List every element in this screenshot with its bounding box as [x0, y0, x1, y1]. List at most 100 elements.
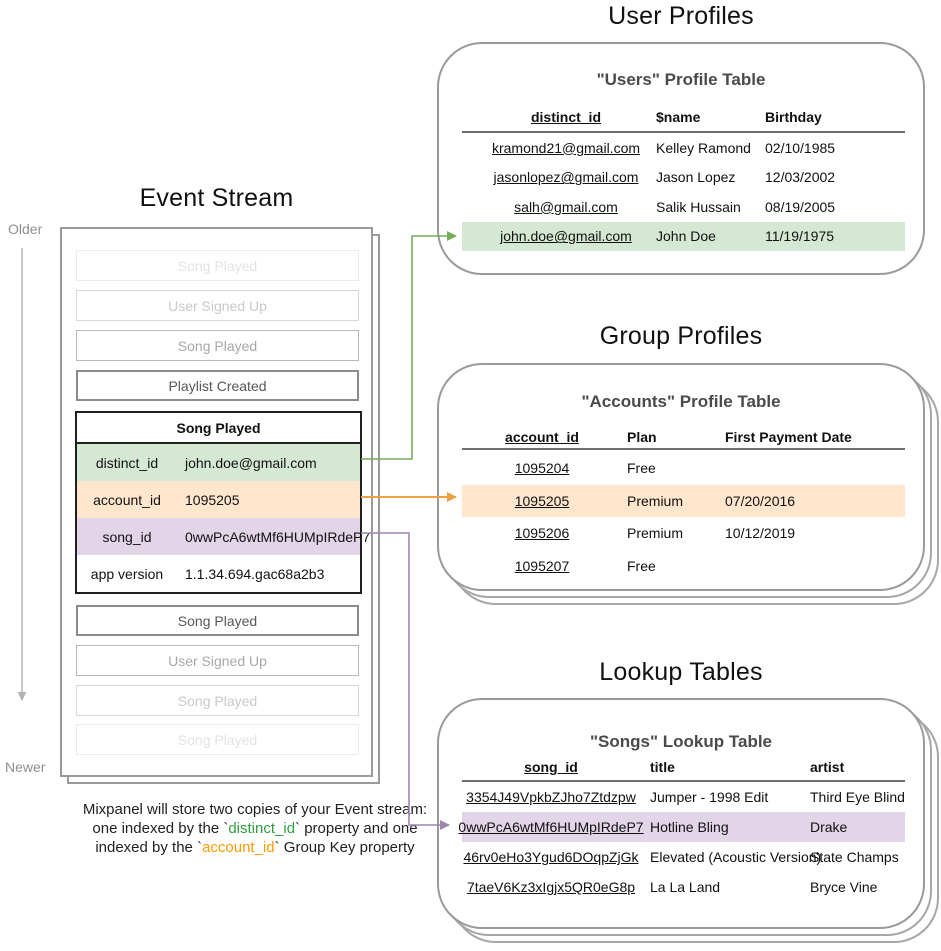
cell-birthday: 11/19/1975	[765, 228, 835, 245]
column-header: title	[650, 759, 675, 775]
cell-artist: Bryce Vine	[810, 879, 878, 895]
expanded-event-card: Song Played distinct_id john.doe@gmail.c…	[75, 411, 370, 594]
cell-distinct-id: jasonlopez@gmail.com	[493, 169, 639, 186]
cell-plan: Premium	[627, 492, 684, 509]
column-header: account_id	[505, 429, 579, 445]
cell-first-payment: 10/12/2019	[725, 525, 796, 542]
event-property-row: account_id 1095205	[77, 481, 360, 518]
cell-name: Jason Lopez	[656, 169, 736, 186]
column-header: Plan	[627, 429, 657, 445]
cell-plan: Free	[627, 557, 656, 574]
cell-plan: Premium	[627, 525, 684, 542]
footnote-caption: Mixpanel will store two copies of your E…	[82, 801, 428, 856]
cell-song-id: 3354J49VpkbZJho7Ztdzpw	[466, 789, 636, 805]
property-key: song_id	[102, 528, 152, 545]
column-header: Birthday	[765, 109, 822, 125]
table-row: 1095207 Free	[462, 550, 905, 583]
event-box: User Signed Up	[76, 290, 359, 321]
distinct-id-token: distinct_id	[228, 820, 296, 837]
cell-distinct-id: salh@gmail.com	[514, 198, 618, 215]
event-box: Playlist Created	[76, 370, 359, 401]
cell-title: Elevated (Acoustic Version)	[650, 849, 822, 865]
event-property-row: song_id 0wwPcA6wtMf6HUMpIRdeP7	[77, 518, 370, 555]
cell-account-id: 1095204	[514, 460, 570, 477]
event-box: Song Played	[76, 685, 359, 716]
table-row: 7taeV6Kz3xIgjx5QR0eG8p La La Land Bryce …	[462, 872, 905, 902]
cell-artist: Third Eye Blind	[810, 789, 905, 805]
table-row: jasonlopez@gmail.com Jason Lopez 12/03/2…	[462, 163, 905, 193]
cell-account-id: 1095205	[514, 492, 570, 509]
older-label: Older	[8, 221, 43, 237]
cell-name: Kelley Ramond	[656, 139, 751, 156]
cell-birthday: 08/19/2005	[765, 198, 836, 215]
lookup-tables-title: Lookup Tables	[599, 658, 763, 686]
accounts-table-heading: "Accounts" Profile Table	[581, 392, 781, 411]
cell-song-id: 7taeV6Kz3xIgjx5QR0eG8p	[466, 879, 636, 895]
event-stream-title: Event Stream	[139, 184, 294, 212]
cell-title: Jumper - 1998 Edit	[650, 789, 769, 805]
cell-song-id: 46rv0eHo3Ygud6DOqpZjGk	[463, 849, 639, 865]
songs-table-heading: "Songs" Lookup Table	[589, 732, 773, 751]
table-row: 1095204 Free	[462, 452, 905, 485]
header-divider	[462, 131, 905, 133]
event-box: Song Played	[76, 605, 359, 636]
event-box: Song Played	[76, 250, 359, 281]
property-value: 1095205	[185, 491, 240, 508]
table-row: 46rv0eHo3Ygud6DOqpZjGk Elevated (Acousti…	[462, 842, 905, 872]
user-profiles-title: User Profiles	[608, 2, 754, 30]
table-row: kramond21@gmail.com Kelley Ramond 02/10/…	[462, 133, 905, 163]
column-header: distinct_id	[530, 109, 601, 125]
cell-name: Salik Hussain	[656, 198, 741, 215]
table-row-highlighted: john.doe@gmail.com John Doe 11/19/1975	[462, 221, 905, 251]
cell-song-id: 0wwPcA6wtMf6HUMpIRdeP7	[458, 819, 644, 835]
cell-distinct-id: john.doe@gmail.com	[500, 228, 632, 245]
table-row: 1095206 Premium 10/12/2019	[462, 517, 905, 550]
cell-first-payment: 07/20/2016	[725, 492, 796, 509]
cell-plan: Free	[627, 460, 656, 477]
header-divider	[462, 448, 905, 450]
event-box: User Signed Up	[76, 645, 359, 676]
cell-artist: State Champs	[810, 849, 899, 865]
table-row-highlighted: 1095205 Premium 07/20/2016	[462, 484, 905, 517]
column-header: artist	[810, 759, 845, 775]
event-card-title: Song Played	[77, 413, 360, 444]
property-key: app version	[90, 565, 164, 582]
event-stream-panel: Song Played User Signed Up Song Played P…	[60, 227, 373, 777]
property-value: 0wwPcA6wtMf6HUMpIRdeP7	[185, 528, 371, 545]
table-header-row: song_id title artist	[462, 756, 905, 778]
cell-account-id: 1095207	[514, 557, 570, 574]
header-divider	[462, 780, 905, 782]
users-table-heading: "Users" Profile Table	[596, 70, 766, 89]
songs-lookup-panel: "Songs" Lookup Table song_id title artis…	[437, 698, 925, 929]
cell-birthday: 02/10/1985	[765, 139, 836, 156]
table-header-row: distinct_id $name Birthday	[462, 106, 905, 128]
table-row: 3354J49VpkbZJho7Ztdzpw Jumper - 1998 Edi…	[462, 782, 905, 812]
column-header: song_id	[524, 759, 578, 775]
property-value: john.doe@gmail.com	[185, 454, 317, 471]
table-row-highlighted: 0wwPcA6wtMf6HUMpIRdeP7 Hotline Bling Dra…	[458, 812, 905, 842]
cell-artist: Drake	[810, 819, 848, 835]
users-profile-panel: "Users" Profile Table distinct_id $name …	[437, 42, 925, 275]
cell-distinct-id: kramond21@gmail.com	[491, 139, 641, 156]
cell-account-id: 1095206	[514, 525, 570, 542]
event-property-row: app version 1.1.34.694.gac68a2b3	[77, 555, 360, 592]
group-profiles-title: Group Profiles	[599, 322, 763, 350]
column-header: First Payment Date	[725, 429, 852, 445]
caption-line1: Mixpanel will store two copies of your E…	[82, 801, 428, 818]
account-id-token: account_id	[202, 839, 275, 856]
event-property-row: distinct_id john.doe@gmail.com	[77, 444, 360, 481]
event-box: Song Played	[76, 330, 359, 361]
cell-title: Hotline Bling	[650, 819, 729, 835]
table-row: salh@gmail.com Salik Hussain 08/19/2005	[462, 192, 905, 222]
property-key: distinct_id	[95, 454, 159, 471]
newer-label: Newer	[5, 759, 46, 775]
column-header: $name	[656, 109, 701, 125]
cell-title: La La Land	[650, 879, 721, 895]
accounts-profile-panel: "Accounts" Profile Table account_id Plan…	[437, 363, 925, 591]
table-header-row: account_id Plan First Payment Date	[462, 426, 905, 448]
property-key: account_id	[93, 491, 161, 508]
event-box: Song Played	[76, 724, 359, 755]
cell-name: John Doe	[656, 228, 716, 245]
property-value: 1.1.34.694.gac68a2b3	[185, 565, 325, 582]
